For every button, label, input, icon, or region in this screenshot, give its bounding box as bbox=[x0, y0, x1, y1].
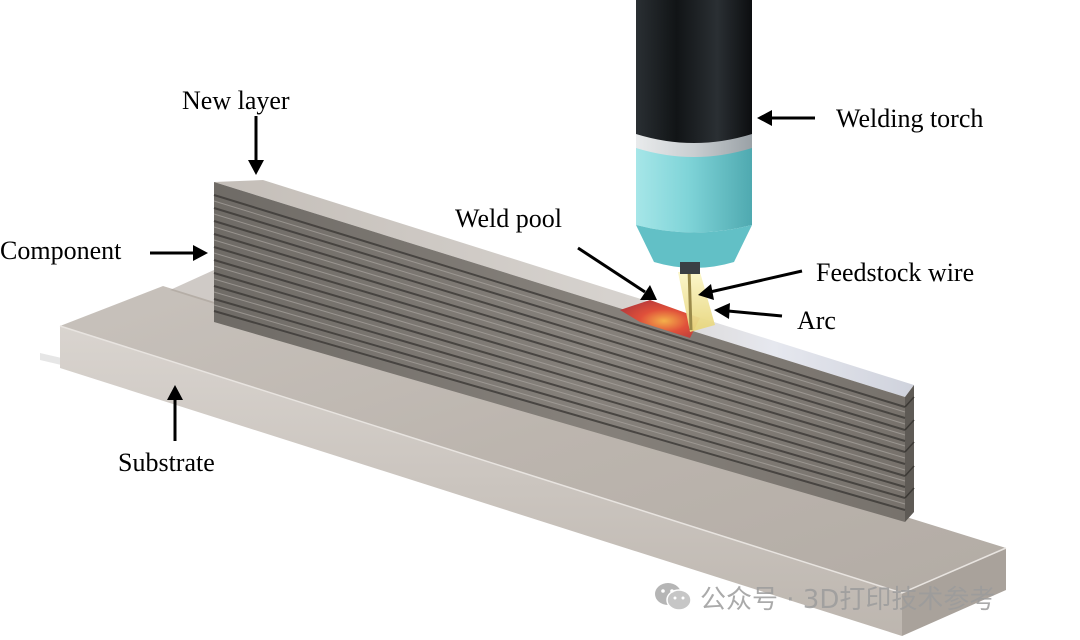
wechat-icon bbox=[654, 581, 692, 613]
watermark-text: 公众号 · 3D打印技术参考 bbox=[700, 579, 995, 616]
feedstock-wire-arrow bbox=[710, 271, 802, 292]
substrate-label: Substrate bbox=[118, 450, 215, 476]
watermark: 公众号 · 3D打印技术参考 bbox=[654, 580, 995, 614]
welding-torch-body bbox=[636, 0, 752, 274]
arc-arrow bbox=[728, 311, 782, 316]
component-label: Component bbox=[0, 238, 121, 264]
welding-torch-label: Welding torch bbox=[836, 106, 983, 132]
new-layer-label: New layer bbox=[182, 88, 290, 114]
weld-pool-label: Weld pool bbox=[455, 206, 562, 232]
feedstock-wire-rod bbox=[689, 268, 691, 330]
arc-label: Arc bbox=[797, 308, 836, 334]
feedstock-wire-label: Feedstock wire bbox=[816, 260, 974, 286]
